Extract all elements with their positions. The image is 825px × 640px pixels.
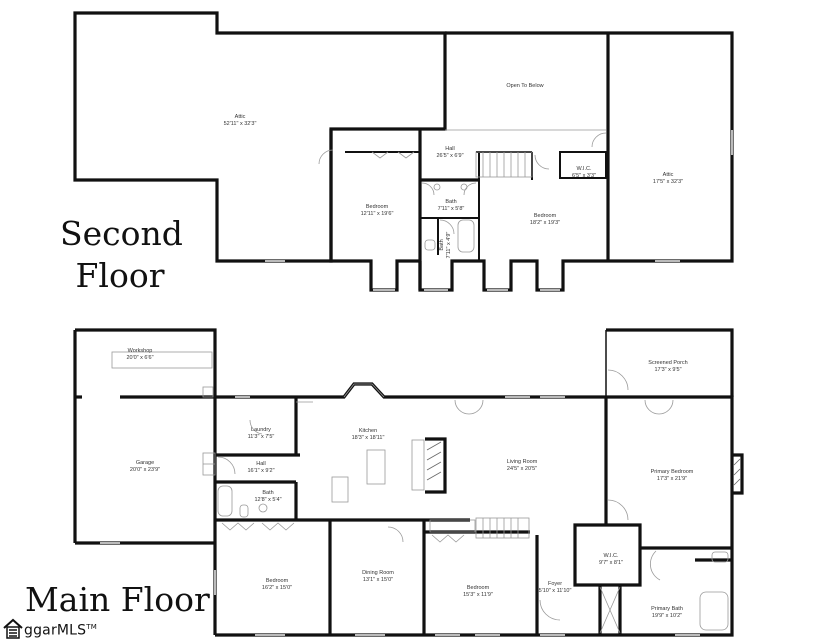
main-floor-windows (100, 396, 700, 636)
second-floor-title-line2: Floor (75, 256, 165, 295)
room-label-upper-bath-small: Bath 7'11" x 4'9" (439, 231, 452, 259)
main-floor-title: Main Floor (25, 580, 210, 619)
room-label-bedroom-left: Bedroom 16'2" x 15'0" (261, 578, 293, 591)
room-label-foyer: Foyer 5'10" x 11'10" (538, 581, 572, 594)
room-label-upper-bath: Bath 7'11" x 5'8" (437, 199, 465, 212)
second-floor-plan (73, 11, 734, 292)
main-floor-plan (73, 328, 744, 637)
room-label-garage: Garage 20'0" x 23'9" (129, 460, 161, 473)
mls-brand-text: ggarMLSTM (24, 623, 97, 639)
room-label-attic-right: Attic 17'5" x 32'3" (652, 172, 684, 185)
second-floor-title: Second Floor (60, 213, 183, 297)
main-floor-details (111, 351, 741, 634)
house-icon (3, 618, 23, 639)
room-label-kitchen: Kitchen 18'3" x 18'11" (351, 428, 385, 441)
room-label-workshop: Workshop 20'0" x 6'6" (126, 348, 154, 361)
room-label-laundry: Laundry 11'3" x 7'5" (247, 427, 275, 440)
room-label-bedroom-middle: Bedroom 15'3" x 11'9" (463, 585, 493, 598)
room-label-upper-wic: W.I.C. 6'5" x 3'3" (571, 166, 597, 179)
room-label-dining-room: Dining Room 13'1" x 15'0" (362, 570, 394, 583)
room-label-primary-bedroom: Primary Bedroom 17'3" x 21'9" (650, 469, 694, 482)
room-label-attic-left: Attic 52'11" x 32'3" (223, 114, 257, 127)
second-floor-title-line1: Second (60, 214, 183, 253)
room-label-primary-bath: Primary Bath 19'9" x 10'2" (651, 606, 683, 619)
room-label-upper-hall: Hall 26'5" x 6'9" (436, 146, 464, 159)
room-label-open-to-below: Open To Below (506, 83, 544, 89)
second-floor-windows (265, 130, 733, 291)
room-label-upper-bedroom-left: Bedroom 12'11" x 19'6" (360, 204, 394, 217)
room-label-living-room: Living Room 24'5" x 20'5" (506, 459, 538, 472)
room-label-upper-bedroom-right: Bedroom 18'2" x 19'3" (529, 213, 561, 226)
room-label-main-bath: Bath 12'8" x 5'4" (254, 490, 282, 503)
mls-watermark: ggarMLSTM (2, 615, 97, 639)
second-floor-details (318, 129, 607, 253)
room-label-main-wic: W.I.C. 9'7" x 8'1" (598, 553, 624, 566)
room-label-main-hall: Hall 16'1" x 9'2" (247, 461, 275, 474)
room-label-screened-porch: Screened Porch 17'3" x 9'5" (648, 360, 688, 373)
